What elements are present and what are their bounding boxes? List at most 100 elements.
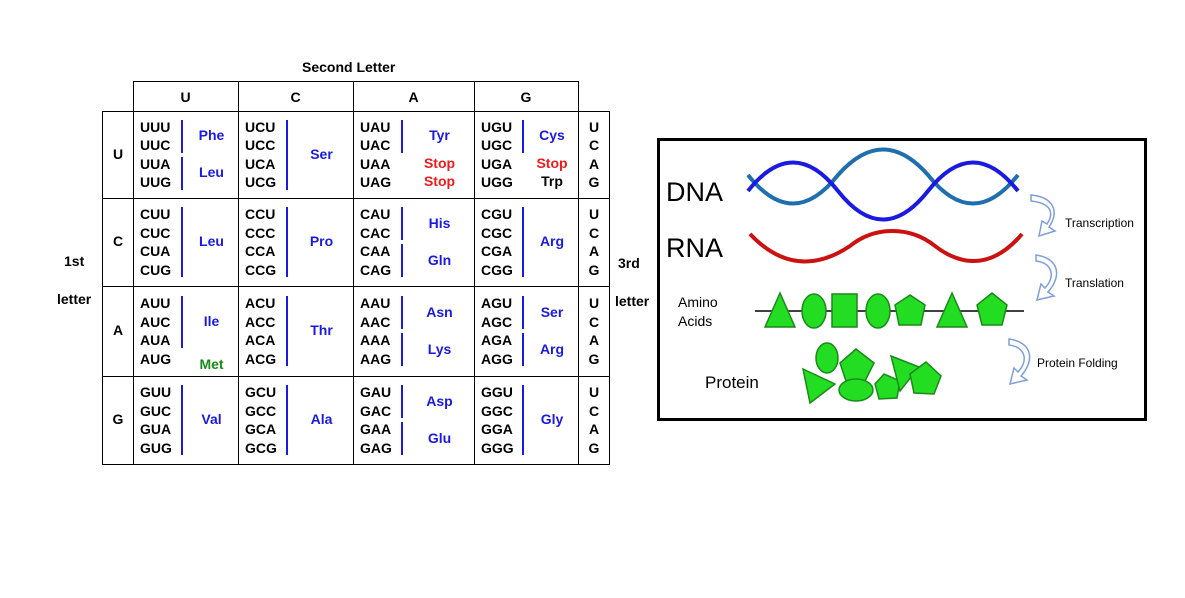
amino-acid-met: Met — [199, 356, 224, 372]
group-bracket — [286, 119, 288, 190]
third-letter-u: U — [588, 118, 600, 135]
third-letter-label-line1: 3rd — [618, 255, 640, 271]
third-letter-c: C — [588, 137, 600, 153]
first-letter-label-line2: letter — [57, 291, 92, 307]
codon-aag: AAG — [360, 350, 392, 367]
codon-cgu: CGU — [481, 206, 513, 222]
column-header-u: U — [180, 89, 191, 105]
codon-ucg: UCG — [245, 174, 277, 190]
protein-label: Protein — [705, 373, 759, 392]
amino-acid-arg: Arg — [539, 340, 565, 357]
dna-label: DNA — [666, 177, 724, 207]
group-bracket — [181, 156, 183, 190]
amino-acid-gln: Gln — [427, 251, 452, 268]
third-letter-u: U — [588, 206, 600, 222]
codon-cga: CGA — [481, 243, 513, 259]
codon-cuc: CUC — [140, 224, 171, 241]
codon-aaa: AAA — [360, 332, 391, 348]
codon-acg: ACG — [245, 350, 277, 367]
codon-uuu: UUU — [140, 118, 171, 135]
codon-aua: AUA — [140, 332, 171, 348]
third-letter-g: G — [588, 261, 600, 278]
amino-pentagon-1 — [894, 294, 926, 326]
codon-uug: UUG — [140, 174, 172, 190]
protein-folding-label: Protein Folding — [1037, 356, 1118, 370]
group-bracket — [401, 119, 403, 153]
column-header-a: A — [408, 89, 419, 105]
codon-aug: AUG — [140, 350, 172, 367]
group-bracket — [286, 207, 288, 277]
amino-acid-pro: Pro — [309, 233, 334, 249]
protein-triangle-2 — [889, 354, 921, 393]
codon-gcu: GCU — [245, 384, 277, 400]
codon-uga: UGA — [481, 155, 513, 172]
codon-ggu: GGU — [481, 384, 513, 400]
amino-acid-asp: Asp — [426, 392, 453, 409]
amino-acid-tyr: Tyr — [429, 127, 450, 143]
codon-cgc: CGC — [481, 224, 513, 241]
amino-acid-ser: Ser — [540, 303, 564, 320]
codon-ggg: GGG — [481, 439, 514, 456]
codon-cua: CUA — [140, 243, 171, 259]
amino-oval-2 — [865, 293, 891, 329]
first-letter-label-line1: 1st — [64, 253, 85, 269]
codon-gcg: GCG — [245, 439, 277, 456]
row-label-g: G — [112, 411, 124, 427]
amino-acid-his: His — [428, 214, 451, 231]
codon-agc: AGC — [481, 313, 513, 330]
codon-auu: AUU — [140, 295, 171, 311]
protein-triangle-1 — [801, 367, 837, 405]
codon-uau: UAU — [360, 118, 391, 135]
amino-acid-trp: Trp — [541, 173, 563, 190]
codon-gag: GAG — [360, 439, 392, 456]
codon-ccc: CCC — [245, 224, 276, 241]
amino-acid-arg: Arg — [539, 233, 565, 249]
amino-pentagon-2 — [976, 292, 1008, 326]
group-bracket — [181, 119, 183, 153]
codon-aac: AAC — [360, 313, 391, 330]
dna-strand-blue — [746, 160, 1020, 222]
codon-cca: CCA — [245, 243, 276, 259]
third-letter-a: A — [588, 155, 600, 172]
amino-acid-ala: Ala — [310, 411, 333, 427]
codon-caa: CAA — [360, 243, 391, 259]
row-label-u: U — [112, 145, 124, 162]
amino-acid-lys: Lys — [427, 340, 452, 357]
group-bracket — [401, 207, 403, 240]
amino-acid-shapes — [763, 291, 1008, 329]
third-letter-u: U — [588, 384, 600, 400]
central-dogma-svg — [746, 147, 1058, 405]
third-letter-u: U — [588, 295, 600, 311]
group-bracket — [286, 296, 288, 366]
amino-acid-thr: Thr — [310, 322, 333, 338]
codon-cag: CAG — [360, 261, 392, 278]
amino-triangle-1 — [763, 291, 797, 328]
third-letter-c: C — [588, 313, 600, 330]
third-letter-a: A — [588, 332, 600, 348]
group-bracket — [401, 333, 403, 366]
codon-ugg: UGG — [481, 174, 513, 190]
row-label-a: A — [112, 322, 124, 338]
amino-acid-gly: Gly — [540, 411, 564, 427]
column-header-g: G — [520, 89, 532, 105]
amino-acid-glu: Glu — [427, 429, 452, 446]
transcription-label: Transcription — [1065, 216, 1134, 230]
codon-gau: GAU — [360, 384, 392, 400]
transcription-arrow — [1030, 194, 1057, 238]
codon-gca: GCA — [245, 421, 277, 437]
group-bracket — [401, 385, 403, 418]
codon-gac: GAC — [360, 402, 392, 419]
codon-ggc: GGC — [481, 402, 513, 419]
codon-uca: UCA — [245, 155, 276, 172]
codon-gug: GUG — [140, 439, 172, 456]
amino-square — [831, 293, 858, 328]
codon-aca: ACA — [245, 332, 276, 348]
third-letter-g: G — [588, 439, 600, 456]
codon-uac: UAC — [360, 137, 391, 153]
group-bracket — [286, 385, 288, 455]
codon-agg: AGG — [481, 350, 513, 367]
amino-acid-leu: Leu — [199, 164, 224, 180]
codon-guu: GUU — [140, 384, 172, 400]
amino-acids-label-2: Acids — [678, 313, 713, 329]
codon-block — [474, 376, 579, 465]
